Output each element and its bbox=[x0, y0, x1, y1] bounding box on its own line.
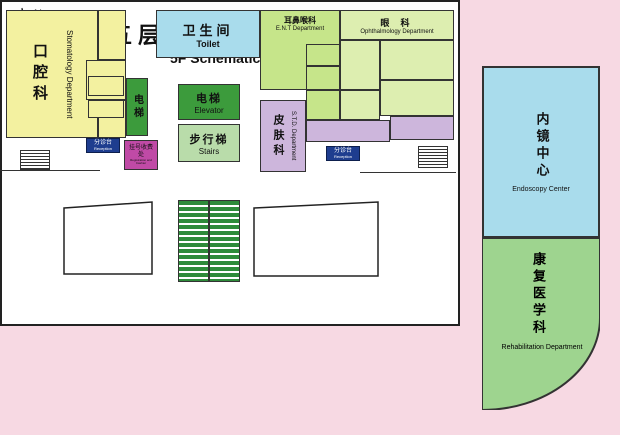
room-endoscopy[interactable]: 内镜中心 Endoscopy Center bbox=[482, 66, 600, 238]
room-stairs[interactable]: 步行梯 Stairs bbox=[178, 124, 240, 162]
elevator-cn: 电梯 bbox=[196, 91, 222, 105]
stairs-en: Stairs bbox=[198, 146, 220, 156]
room-yellow-small-2[interactable] bbox=[88, 100, 124, 118]
room-std-annex[interactable] bbox=[306, 120, 390, 142]
room-stomatology[interactable]: 口腔科 Stomatology Department bbox=[6, 10, 98, 138]
room-rehabilitation[interactable]: 康复医学科 Rehabilitation Department bbox=[482, 238, 600, 410]
rehabilitation-cn: 康复医学科 bbox=[530, 252, 545, 337]
reception-left-cn: 分诊台 bbox=[93, 140, 112, 146]
room-stomatology-annex-1[interactable] bbox=[98, 10, 126, 60]
stomatology-cn: 口腔科 bbox=[31, 42, 49, 106]
room-ophthalmology[interactable]: 眼 科 Ophthalmology Department bbox=[340, 10, 454, 40]
room-elevator[interactable]: 电梯 Elevator bbox=[178, 84, 240, 120]
registration-cn: 挂号收费处 bbox=[128, 144, 153, 158]
reception-badge-left: 分诊台 Reception bbox=[86, 138, 120, 153]
endoscopy-en: Endoscopy Center bbox=[512, 185, 570, 193]
room-registration[interactable]: 挂号收费处 Registration and Cashier bbox=[124, 140, 158, 170]
room-std[interactable]: 皮肤科 S.T.D. Department bbox=[260, 100, 306, 172]
ent-en: E.N.T Department bbox=[275, 26, 325, 32]
reception-center-en: Reception bbox=[333, 153, 352, 159]
rehabilitation-en: Rehabilitation Department bbox=[501, 344, 583, 351]
reception-badge-center: 分诊台 Reception bbox=[326, 146, 360, 161]
room-ent-annex-2[interactable] bbox=[306, 66, 340, 90]
ophthalmology-cn: 眼 科 bbox=[380, 18, 414, 29]
atrium-void-right bbox=[253, 201, 379, 277]
corridor-wall-2 bbox=[360, 172, 456, 173]
ophthalmology-en: Ophthalmology Department bbox=[360, 28, 434, 35]
reception-left-en: Reception bbox=[93, 145, 112, 151]
room-purple-annex[interactable] bbox=[390, 116, 454, 140]
room-ophthalmology-annex-2[interactable] bbox=[380, 40, 454, 80]
registration-en: Registration and Cashier bbox=[130, 158, 152, 166]
stair-block-right bbox=[418, 146, 448, 168]
escalator-divider bbox=[208, 200, 210, 282]
room-small-elevator[interactable]: 电梯 bbox=[126, 78, 148, 136]
stomatology-en: Stomatology Department bbox=[65, 29, 74, 119]
small-elevator-cn: 电梯 bbox=[131, 94, 143, 120]
ent-cn: 耳鼻喉科 bbox=[284, 16, 316, 25]
room-ent-annex-3[interactable] bbox=[306, 90, 340, 120]
toilet-en: Toilet bbox=[196, 38, 220, 49]
room-yellow-small-1[interactable] bbox=[88, 76, 124, 96]
rehabilitation-shape bbox=[482, 238, 600, 410]
std-cn: 皮肤科 bbox=[272, 113, 285, 159]
room-ophthalmology-annex-3[interactable] bbox=[380, 80, 454, 116]
corridor-wall-1 bbox=[0, 170, 100, 171]
std-en: S.T.D. Department bbox=[290, 111, 296, 161]
stair-block-left bbox=[20, 150, 50, 170]
stairs-cn: 步行梯 bbox=[189, 132, 229, 146]
toilet-cn: 卫生间 bbox=[182, 23, 234, 39]
reception-center-cn: 分诊台 bbox=[333, 148, 352, 154]
room-ophthalmology-annex-4[interactable] bbox=[340, 90, 380, 120]
room-ent-annex-1[interactable] bbox=[306, 44, 340, 66]
room-toilet[interactable]: 卫生间 Toilet bbox=[156, 10, 260, 58]
atrium-void-left bbox=[63, 201, 153, 275]
room-ophthalmology-annex-1[interactable] bbox=[340, 40, 380, 90]
endoscopy-cn: 内镜中心 bbox=[533, 111, 549, 180]
elevator-en: Elevator bbox=[194, 105, 224, 115]
floor-plan: 口腔科 Stomatology Department 卫生间 Toilet 电梯… bbox=[0, 0, 460, 326]
